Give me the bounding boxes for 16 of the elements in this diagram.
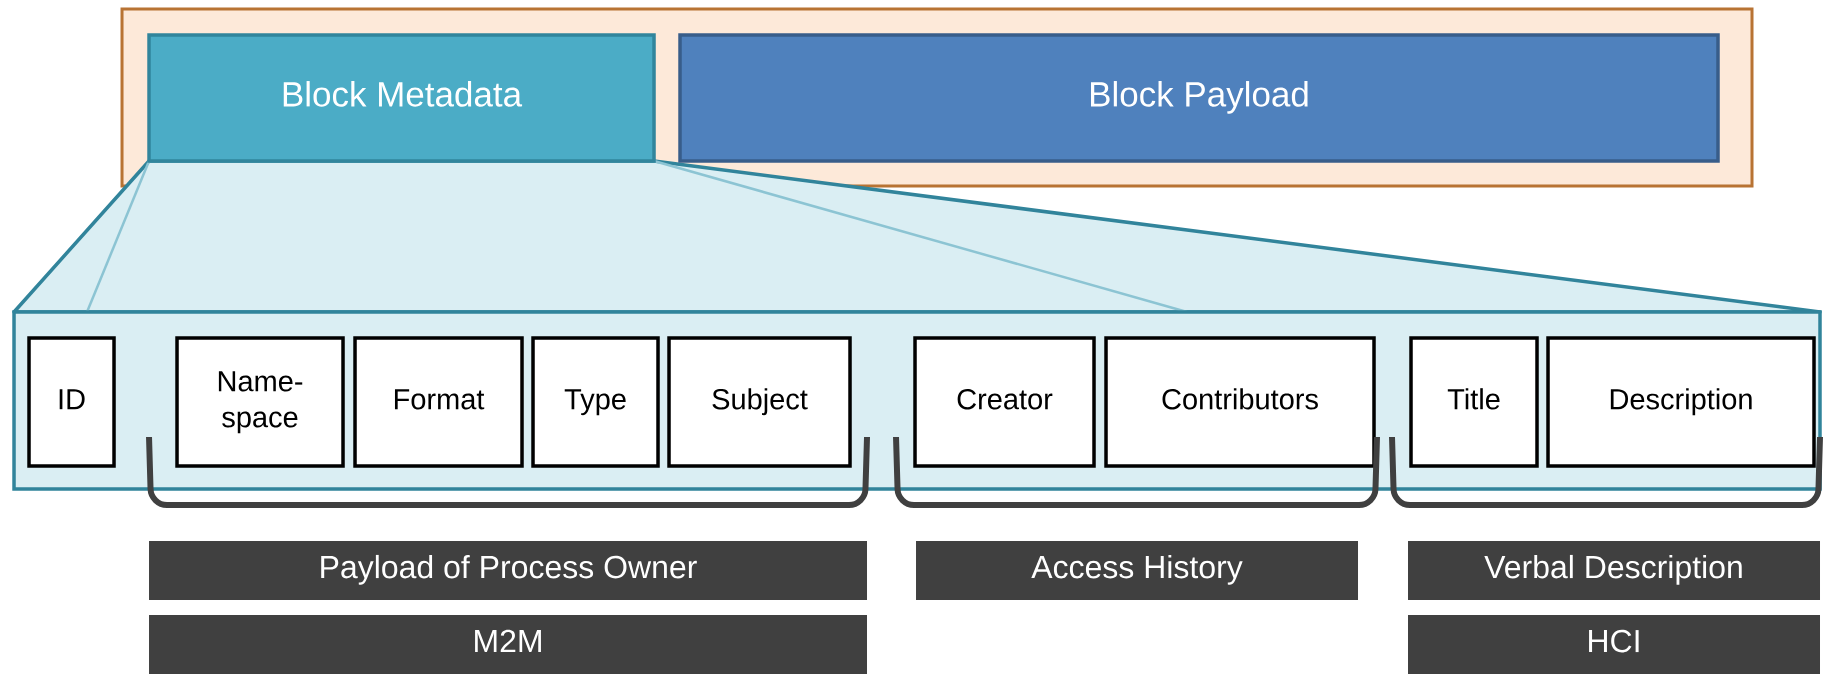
category-bar: Payload of Process Owner bbox=[149, 541, 867, 600]
block-box: Block Metadata bbox=[147, 33, 656, 163]
field-box: Title bbox=[1409, 336, 1539, 468]
field-box: ID bbox=[27, 336, 116, 468]
block-box: Block Payload bbox=[678, 33, 1720, 163]
field-box: Format bbox=[353, 336, 524, 468]
field-box: Creator bbox=[913, 336, 1096, 468]
field-box: Contributors bbox=[1104, 336, 1376, 468]
field-box: Description bbox=[1546, 336, 1816, 468]
category-bar: Access History bbox=[916, 541, 1358, 600]
field-box: Subject bbox=[667, 336, 852, 468]
field-box: Name-space bbox=[175, 336, 345, 468]
category-bar: HCI bbox=[1408, 615, 1820, 674]
category-bar: Verbal Description bbox=[1408, 541, 1820, 600]
field-box: Type bbox=[531, 336, 660, 468]
category-bar: M2M bbox=[149, 615, 867, 674]
